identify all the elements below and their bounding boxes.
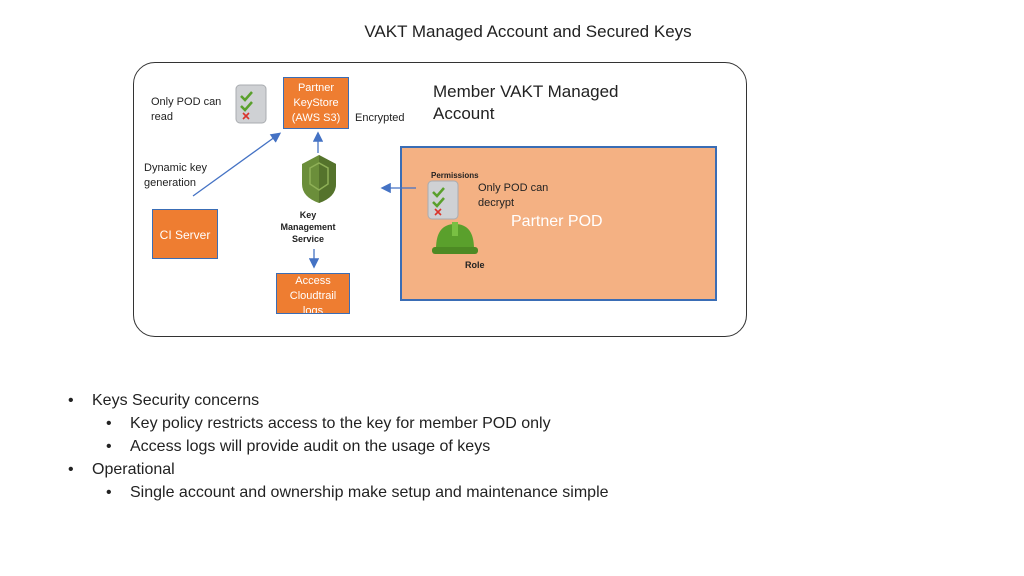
account-label-line2: Account: [433, 104, 495, 123]
bullet-text: Access logs will provide audit on the us…: [130, 438, 491, 455]
account-label: Member VAKT Managed Account: [433, 81, 653, 125]
page-title: VAKT Managed Account and Secured Keys: [364, 22, 692, 41]
ci-to-keystore-arrow: [192, 132, 282, 197]
ci-server-box: CI Server: [152, 209, 218, 259]
keystore-line2: KeyStore: [293, 97, 339, 109]
read-note-line2: read: [151, 111, 174, 123]
kms-line2: Management: [280, 222, 336, 232]
partner-pod-label: Partner POD: [511, 213, 603, 230]
dynamic-key-line1: Dynamic key: [144, 162, 207, 174]
permissions-checklist-icon: [427, 180, 459, 220]
account-label-line1: Member VAKT Managed: [433, 82, 619, 101]
bullet-text: Single account and ownership make setup …: [130, 484, 609, 501]
cloudtrail-box: Access Cloudtrail logs: [276, 273, 350, 314]
dynamic-key-note: Dynamic key generation: [144, 161, 207, 191]
checklist-icon: [235, 84, 267, 124]
cloudtrail-line2: Cloudtrail: [289, 290, 337, 302]
encrypted-label: Encrypted: [355, 112, 405, 124]
keystore-line1: Partner: [297, 82, 335, 94]
partner-keystore-box: Partner KeyStore (AWS S3): [283, 77, 349, 129]
dynamic-key-line2: generation: [144, 177, 196, 189]
bullet-item: •Operational: [68, 461, 175, 478]
bullet-text: Keys Security concerns: [92, 392, 260, 409]
bullet-item: •Single account and ownership make setup…: [106, 484, 609, 501]
read-note: Only POD can read: [151, 95, 221, 125]
permissions-label: Permissions: [431, 171, 479, 180]
kms-shield-icon: [302, 155, 336, 203]
read-note-line1: Only POD can: [151, 96, 222, 108]
bullet-list: •Keys Security concerns •Key policy rest…: [68, 389, 609, 504]
role-label: Role: [465, 260, 485, 270]
cloudtrail-line1: Access: [295, 275, 331, 287]
hard-hat-icon: [432, 222, 478, 254]
bullet-item: •Keys Security concerns: [68, 392, 260, 409]
keystore-line3: (AWS S3): [291, 112, 341, 124]
kms-line1: Key: [299, 210, 317, 220]
decrypt-note-line2: decrypt: [478, 197, 515, 209]
cloudtrail-line3: logs: [302, 305, 324, 314]
bullet-item: •Key policy restricts access to the key …: [106, 415, 551, 432]
member-account-container: [133, 62, 747, 337]
kms-label: Key Management Service: [273, 209, 343, 245]
bullet-item: •Access logs will provide audit on the u…: [106, 438, 491, 455]
decrypt-note: Only POD can decrypt: [478, 181, 548, 211]
kms-line3: Service: [291, 234, 325, 244]
bullet-text: Key policy restricts access to the key f…: [130, 415, 551, 432]
bullet-text: Operational: [92, 461, 175, 478]
decrypt-note-line1: Only POD can: [478, 182, 549, 194]
